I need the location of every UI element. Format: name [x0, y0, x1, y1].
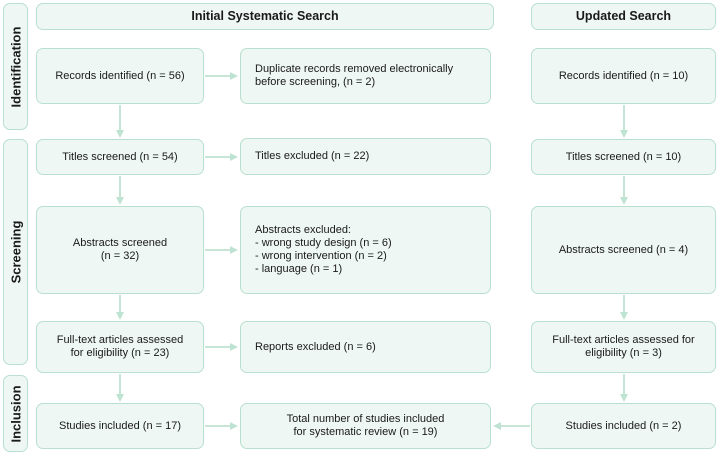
updated-studies-included: Studies included (n = 2) [531, 403, 716, 449]
initial-search-header: Initial Systematic Search [36, 3, 494, 30]
stage-identification: Identification [3, 3, 28, 130]
updated-fulltext-assessed: Full-text articles assessed for eligibil… [531, 321, 716, 373]
initial-records-identified: Records identified (n = 56) [36, 48, 204, 104]
initial-titles-screened: Titles screened (n = 54) [36, 139, 204, 175]
duplicates-removed: Duplicate records removed electronically… [240, 48, 491, 104]
initial-fulltext-assessed: Full-text articles assessed for eligibil… [36, 321, 204, 373]
reports-excluded: Reports excluded (n = 6) [240, 321, 491, 373]
initial-studies-included: Studies included (n = 17) [36, 403, 204, 449]
updated-records-identified: Records identified (n = 10) [531, 48, 716, 104]
stage-screening: Screening [3, 139, 28, 365]
updated-abstracts-screened: Abstracts screened (n = 4) [531, 206, 716, 294]
stage-inclusion: Inclusion [3, 375, 28, 452]
abstracts-excluded: Abstracts excluded: - wrong study design… [240, 206, 491, 294]
updated-search-header: Updated Search [531, 3, 716, 30]
titles-excluded: Titles excluded (n = 22) [240, 138, 491, 175]
updated-titles-screened: Titles screened (n = 10) [531, 139, 716, 175]
initial-abstracts-screened: Abstracts screened (n = 32) [36, 206, 204, 294]
total-studies-included: Total number of studies included for sys… [240, 403, 491, 449]
